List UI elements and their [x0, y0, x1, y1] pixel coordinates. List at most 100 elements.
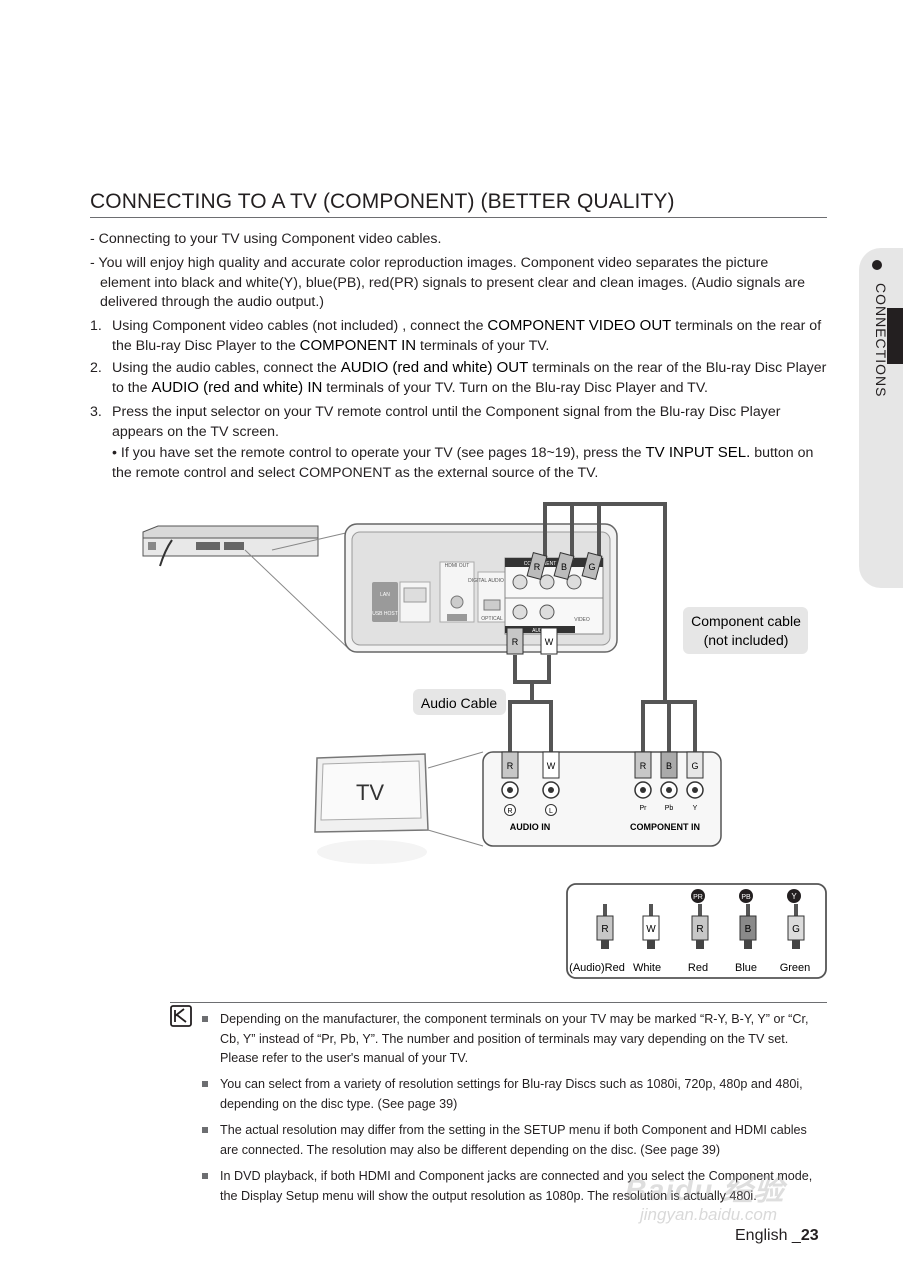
step-text: terminals on the rear of the Blu-ray Dis… — [112, 318, 822, 354]
plug-w-label: W — [547, 761, 556, 771]
section-tab: CONNECTIONS — [859, 248, 903, 588]
hdmi-label: HDMI OUT — [445, 563, 470, 569]
audio-plugs-player: R W — [506, 627, 558, 655]
plug-label: R — [601, 924, 608, 935]
step-number: 3. — [90, 404, 102, 420]
tv-input-panel: R W R B G R L AUDIO IN Pr Pb Y COMPONENT… — [482, 751, 722, 847]
step-emphasis: COMPONENT VIDEO OUT — [487, 317, 672, 334]
step-emphasis: COMPONENT IN — [299, 337, 417, 354]
digital-audio-label: DIGITAL AUDIO OUT — [468, 578, 516, 584]
pr-label: Pr — [640, 805, 648, 812]
tv-label: TV — [356, 780, 384, 805]
step-text: Using Component video cables (not includ… — [112, 318, 488, 334]
player-thumbnail — [142, 525, 351, 651]
legend-caption: Red — [688, 962, 708, 974]
step-3: 3. Press the input selector on your TV r… — [90, 402, 830, 442]
step-number: 1. — [90, 318, 102, 334]
note-item: In DVD playback, if both HDMI and Compon… — [202, 1167, 827, 1206]
legend-caption: Green — [780, 962, 811, 974]
legend-caption: (Audio)Red — [569, 962, 625, 974]
step-text: terminals of your TV. — [416, 338, 550, 354]
plug-g-label: G — [691, 761, 698, 771]
player-rear-panel: LAN USB HOST HDMI OUT DIGITAL AUDIO OUT … — [344, 523, 618, 653]
step-text: terminals of your TV. Turn on the Blu-ra… — [322, 380, 708, 396]
y-label: Y — [693, 805, 698, 812]
legend-item-green: G Green — [780, 904, 811, 974]
notes-rule — [170, 1002, 827, 1003]
intro-line-1: - Connecting to your TV using Component … — [90, 231, 442, 247]
plug-b-label: B — [561, 562, 567, 572]
intro-line-3: element into black and white(Y), blue(PB… — [100, 275, 805, 291]
pb-badge: PB — [741, 894, 751, 901]
section-marker — [887, 308, 903, 364]
legend-caption: White — [633, 962, 661, 974]
legend-item-audio-red: R (Audio)Red — [569, 904, 625, 974]
bullet-emphasis: TV INPUT SEL. — [645, 444, 751, 461]
note-text: Depending on the manufacturer, the compo… — [220, 1012, 809, 1065]
legend-item-white: W White — [633, 904, 661, 974]
plug-label: B — [745, 924, 752, 935]
page-title: CONNECTING TO A TV (COMPONENT) (BETTER Q… — [90, 190, 827, 218]
plug-w-label: W — [545, 637, 554, 647]
intro-line-2: - You will enjoy high quality and accura… — [90, 255, 769, 271]
y-badge: Y — [791, 892, 797, 901]
lan-label: LAN — [380, 592, 390, 598]
note-text: You can select from a variety of resolut… — [220, 1077, 803, 1111]
plug-label: W — [646, 924, 656, 935]
watermark-url: jingyan.baidu.com — [640, 1205, 778, 1224]
note-item: You can select from a variety of resolut… — [202, 1075, 827, 1114]
component-cable-callout: Component cable (not included) — [683, 607, 808, 654]
legend-item-blue: B Blue — [735, 904, 757, 974]
pr-badge: PR — [693, 894, 703, 901]
step-text: Using the audio cables, connect the — [112, 360, 341, 376]
jack-r-label: R — [507, 808, 512, 815]
step-text: terminals on the rear of the Blu-ray Dis… — [112, 360, 827, 396]
audio-out-label: AUDIO — [532, 628, 548, 634]
connection-diagram: LAN USB HOST HDMI OUT DIGITAL AUDIO OUT … — [142, 502, 827, 979]
step-text: Press the input selector on your TV remo… — [112, 404, 781, 440]
audio-cable-callout: Audio Cable — [413, 689, 506, 715]
component-cable-note: (not included) — [704, 632, 789, 648]
plug-r-label: R — [534, 562, 541, 572]
step-emphasis: AUDIO (red and white) IN — [151, 379, 323, 396]
note-bullet-icon — [202, 1081, 208, 1087]
video-out-label: VIDEO — [574, 617, 590, 623]
page-footer: English _23 — [735, 1227, 819, 1245]
pb-label: Pb — [665, 805, 674, 812]
page-number: 23 — [800, 1227, 819, 1244]
plug-label: G — [792, 924, 800, 935]
step-1: 1. Using Component video cables (not inc… — [90, 316, 830, 356]
plug-b-label: B — [666, 761, 672, 771]
note-text: The actual resolution may differ from th… — [220, 1123, 807, 1157]
step-2: 2. Using the audio cables, connect the A… — [90, 358, 830, 398]
intro-line-4: delivered through the audio output.) — [100, 294, 325, 310]
step-emphasis: AUDIO (red and white) OUT — [340, 359, 529, 376]
bullet-text: • If you have set the remote control to … — [112, 445, 646, 461]
plug-label: R — [696, 924, 703, 935]
section-tab-label: CONNECTIONS — [873, 283, 889, 398]
audio-cable-label: Audio Cable — [421, 695, 497, 711]
tv-illustration: TV — [314, 751, 484, 864]
note-item: Depending on the manufacturer, the compo… — [202, 1010, 827, 1069]
footer-language: English _ — [735, 1227, 801, 1244]
component-plugs-player: R B G — [526, 551, 603, 581]
audio-cable — [508, 655, 553, 752]
watermark-logo: Baidu 经验 — [625, 1174, 785, 1207]
plug-r-label: R — [512, 637, 519, 647]
component-cable — [543, 502, 697, 758]
plug-r-label: R — [507, 761, 514, 771]
usb-label: USB HOST — [372, 611, 398, 617]
plug-g-label: G — [588, 562, 595, 572]
jack-l-label: L — [549, 808, 553, 815]
note-item: The actual resolution may differ from th… — [202, 1121, 827, 1160]
legend-item-red: R Red — [688, 904, 709, 974]
component-in-label: COMPONENT IN — [630, 822, 700, 832]
component-cable-label: Component cable — [691, 613, 801, 629]
step-number: 2. — [90, 360, 102, 376]
note-icon — [170, 1005, 192, 1027]
step-3-bullet: • If you have set the remote control to … — [112, 443, 832, 483]
note-bullet-icon — [202, 1127, 208, 1133]
note-text: In DVD playback, if both HDMI and Compon… — [220, 1169, 813, 1203]
optical-label: OPTICAL — [481, 616, 503, 622]
plug-r-label: R — [640, 761, 647, 771]
